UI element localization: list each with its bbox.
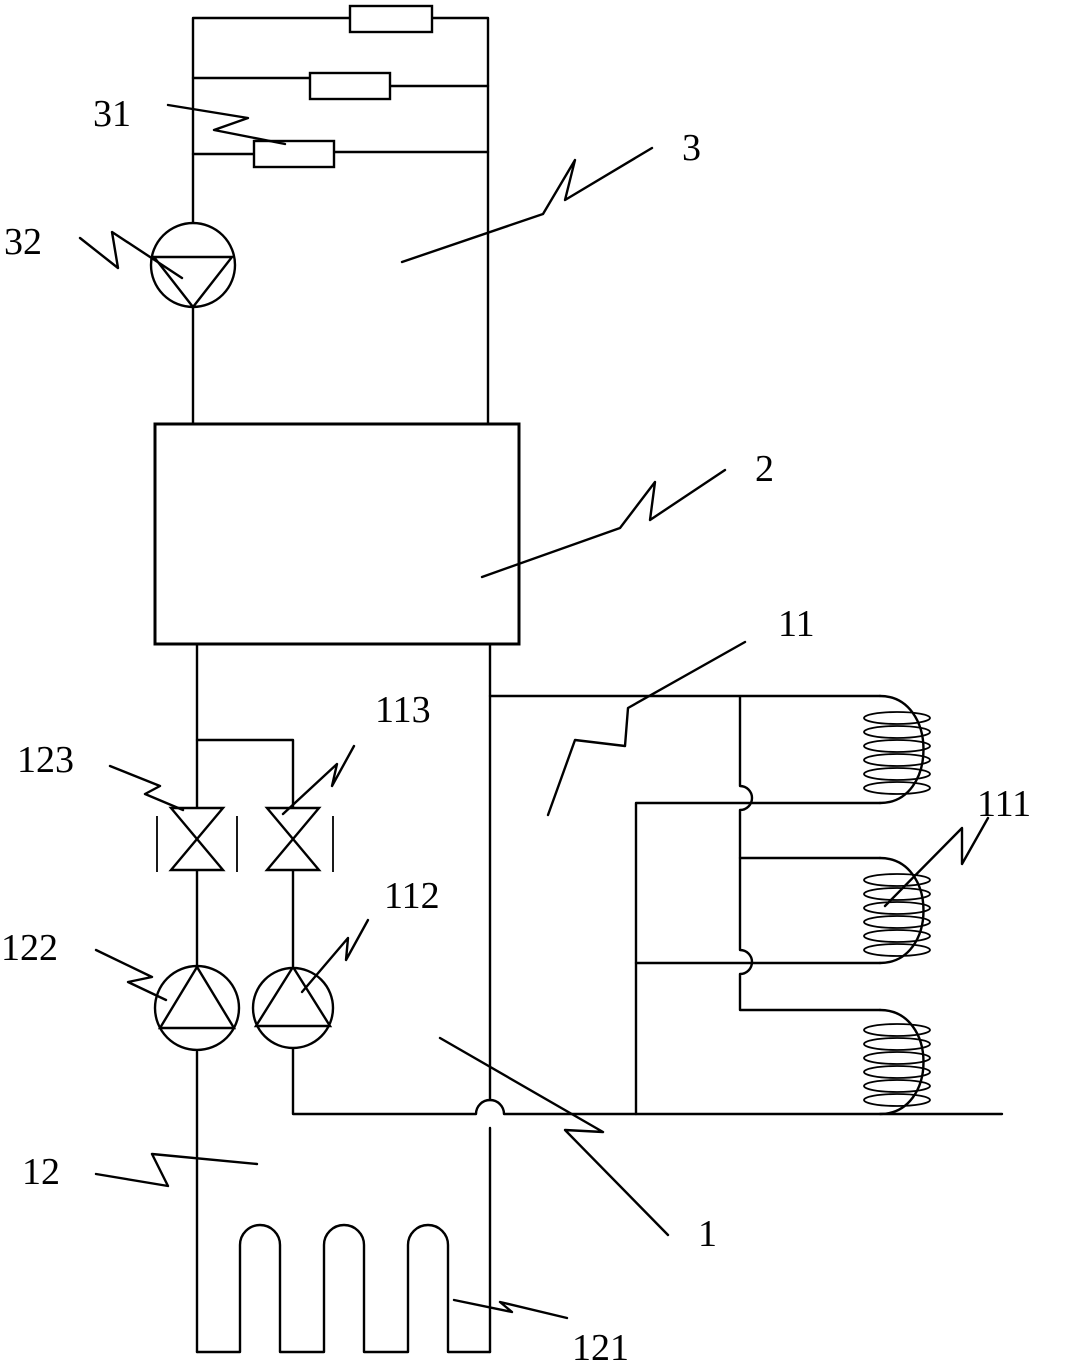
resistor-top — [348, 4, 434, 34]
coil-111-bottom — [863, 1008, 931, 1116]
circuit-3 — [149, 4, 490, 426]
label-1: 1 — [698, 1213, 717, 1255]
leader-122 — [94, 948, 168, 1002]
label-123: 123 — [17, 739, 74, 781]
resistor-middle — [308, 71, 392, 101]
unit-2-box — [153, 422, 521, 646]
leader-12 — [94, 1152, 259, 1188]
leader-112 — [300, 918, 370, 994]
leader-1 — [438, 1036, 670, 1237]
circuit-12 — [153, 642, 1004, 1354]
reference-labels: 3 31 32 2 11 113 123 111 112 122 12 1 12… — [1, 93, 1031, 1367]
leader-3 — [400, 146, 654, 264]
leader-31 — [166, 103, 287, 146]
leader-113 — [281, 744, 356, 816]
label-31: 31 — [93, 93, 131, 135]
pump-122 — [153, 964, 241, 1052]
coil-111-middle — [863, 856, 931, 965]
label-32: 32 — [4, 221, 42, 263]
coil-121 — [195, 1223, 492, 1354]
valve-123 — [156, 806, 238, 872]
pump-32 — [149, 221, 237, 309]
coil-111-top — [863, 694, 931, 805]
circuit-11 — [488, 642, 931, 1354]
label-112: 112 — [384, 875, 440, 917]
leader-11 — [546, 640, 747, 817]
label-11: 11 — [778, 603, 815, 645]
leader-111 — [883, 816, 990, 908]
label-122: 122 — [1, 927, 58, 969]
pump-112 — [251, 964, 335, 1050]
label-113: 113 — [375, 689, 431, 731]
leader-123 — [108, 764, 185, 812]
resistor-31 — [252, 139, 336, 169]
label-12: 12 — [22, 1151, 60, 1193]
leader-2 — [480, 468, 727, 579]
label-111: 111 — [977, 783, 1031, 825]
leader-32 — [78, 230, 184, 280]
leader-lines — [78, 103, 990, 1320]
valve-113 — [264, 806, 334, 872]
label-2: 2 — [755, 448, 774, 490]
leader-121 — [452, 1298, 569, 1320]
label-121: 121 — [572, 1327, 629, 1367]
label-3: 3 — [682, 127, 701, 169]
